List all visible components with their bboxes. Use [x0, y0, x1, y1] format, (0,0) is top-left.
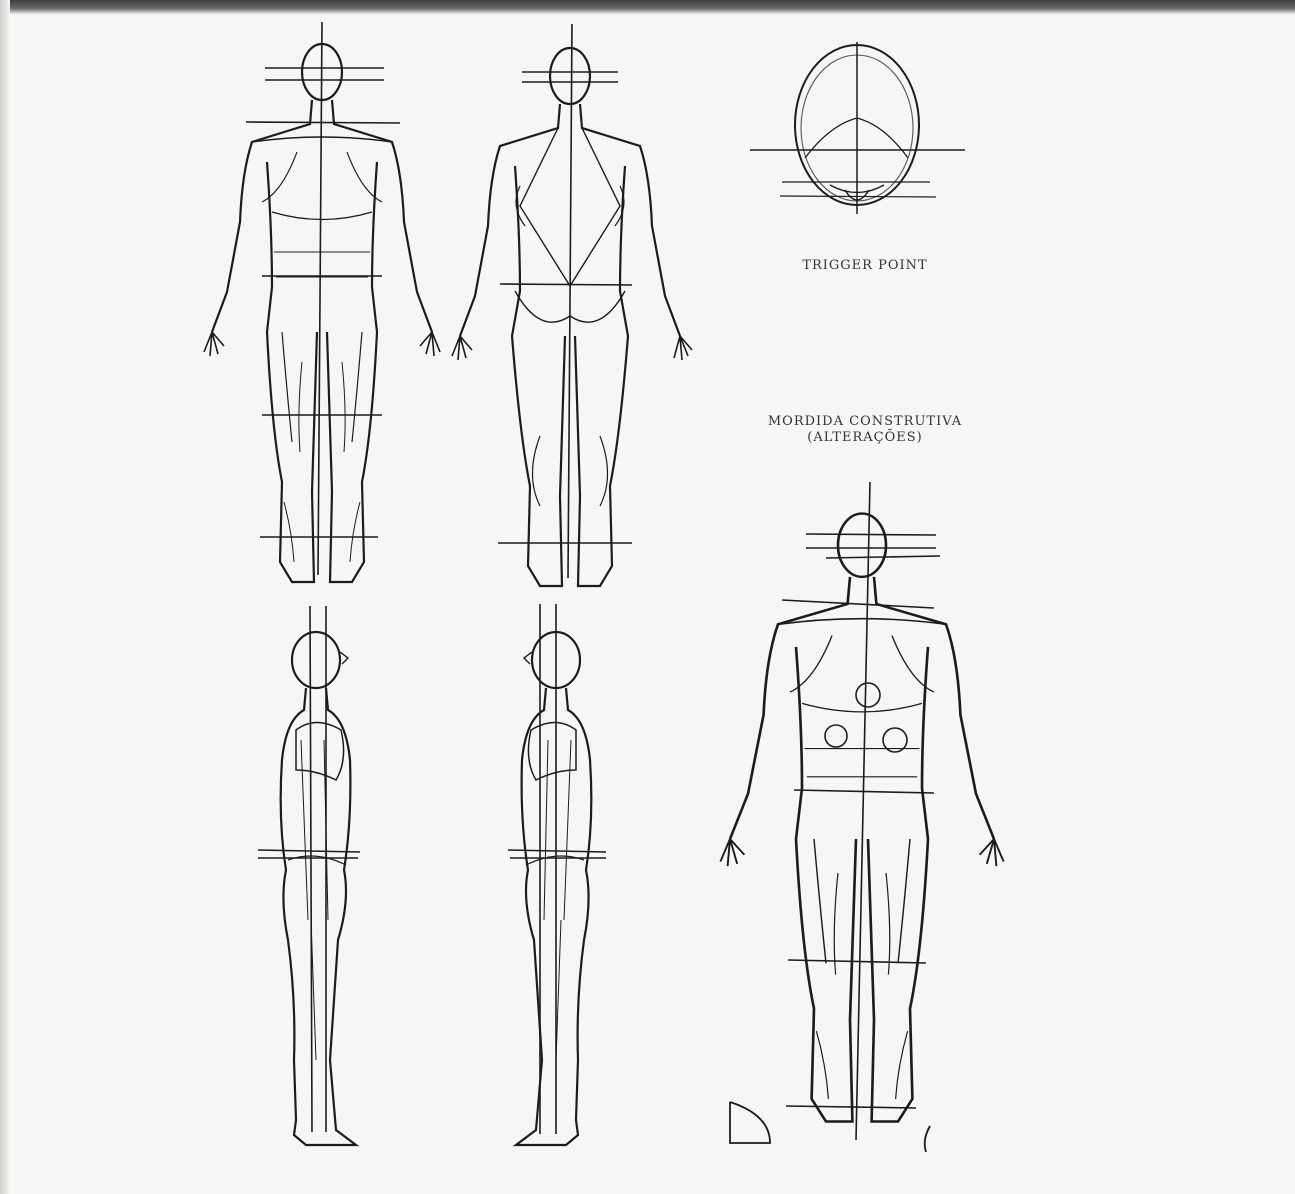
mordida-caption-line1: MORDIDA CONSTRUTIVA: [730, 414, 1000, 430]
side-view-left-figure: [516, 632, 591, 1145]
mordida-construtiva-marks: [730, 482, 940, 1152]
trigger-point-head: [750, 42, 965, 214]
side-view-reference-lines: [258, 604, 606, 1134]
side-view-right-figure: [281, 632, 356, 1145]
mordida-construtiva-caption: MORDIDA CONSTRUTIVA (ALTERAÇÕES): [730, 414, 1000, 446]
mordida-caption-line2: (ALTERAÇÕES): [730, 430, 1000, 446]
front-view-reference-lines: [246, 22, 400, 575]
trigger-point-caption: TRIGGER POINT: [760, 258, 970, 273]
